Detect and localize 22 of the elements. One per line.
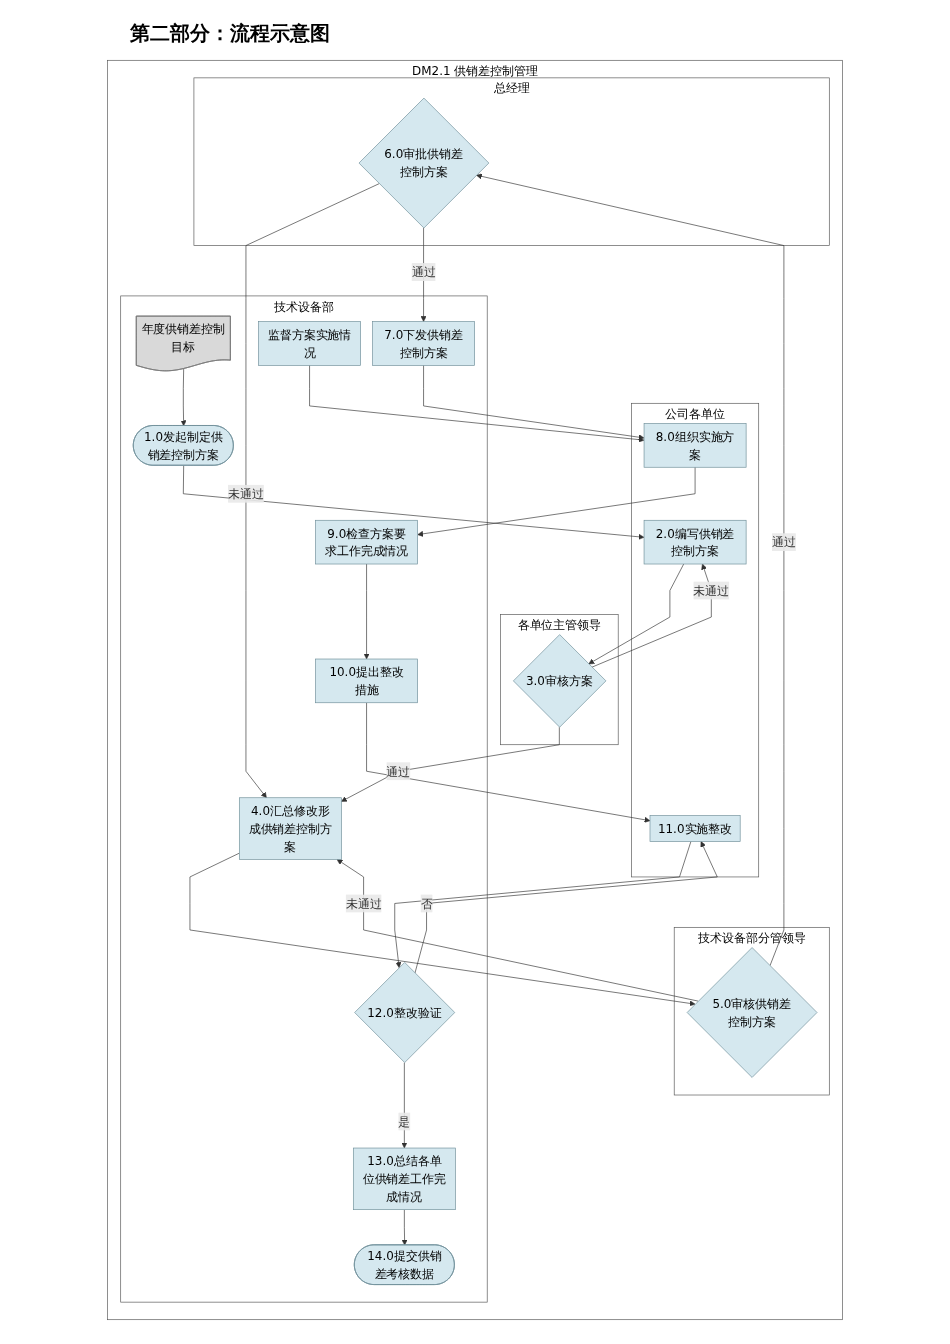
node-box: 监督方案实施情况 — [258, 321, 361, 366]
node-box: 10.0提出整改措施 — [315, 658, 418, 704]
edge-label: 通过 — [771, 535, 796, 550]
edge-label: 通过 — [411, 265, 436, 280]
edge-label: 未通过 — [693, 583, 730, 598]
node-diamond: 5.0审核供销差控制方案 — [686, 947, 818, 1078]
node-box: 7.0下发供销差控制方案 — [372, 321, 475, 366]
node-box: 2.0编写供销差控制方案 — [643, 519, 747, 565]
edge-label: 否 — [420, 896, 433, 911]
page-title: 第二部分：流程示意图 — [130, 20, 331, 47]
edge-label: 是 — [398, 1114, 411, 1129]
node-box: 11.0实施整改 — [649, 815, 741, 842]
edge-label: 通过 — [386, 764, 411, 779]
node-box: 4.0汇总修改形成供销差控制方案 — [239, 797, 342, 860]
node-box: 9.0检查方案要求工作完成情况 — [315, 519, 418, 565]
edge-label: 未通过 — [228, 486, 264, 501]
edge-label: 未通过 — [345, 896, 382, 911]
node-diamond: 6.0审批供销差控制方案 — [358, 97, 490, 229]
node-diamond: 3.0审核方案 — [513, 634, 607, 728]
node-box: 13.0总结各单位供销差工作完成情况 — [353, 1147, 456, 1210]
node-box: 8.0组织实施方案 — [643, 423, 747, 468]
node-diamond: 12.0整改验证 — [354, 962, 456, 1063]
